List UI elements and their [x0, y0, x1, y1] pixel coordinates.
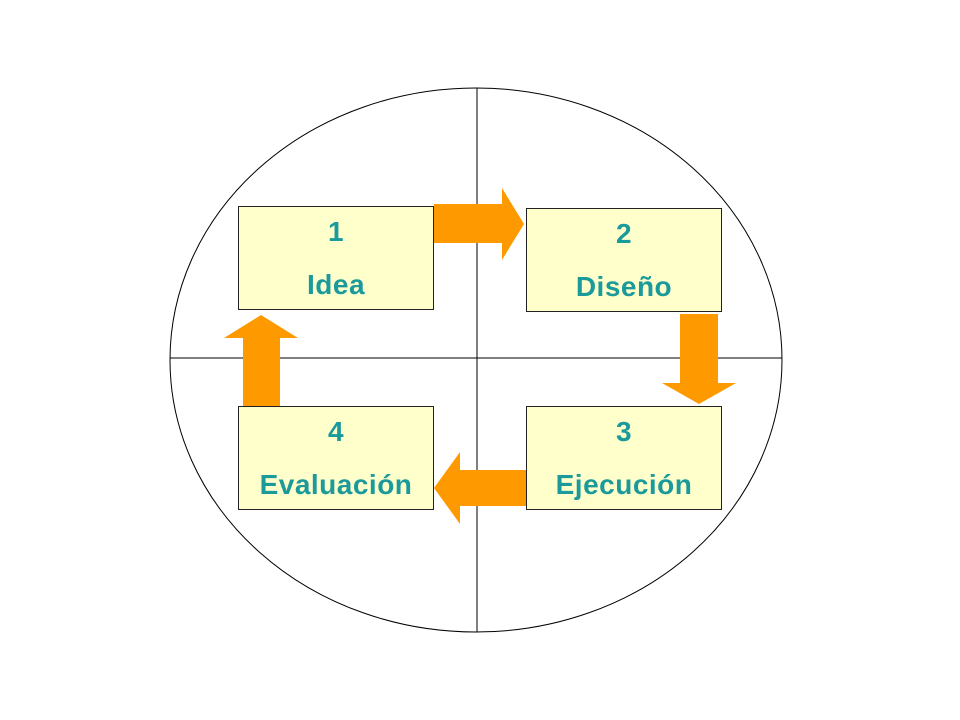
step-label: Idea — [306, 269, 366, 300]
step-box-evaluacion: 4 Evaluación — [238, 406, 434, 510]
step-box-ejecucion: 3 Ejecución — [526, 406, 722, 510]
step-box-idea: 1 Idea — [238, 206, 434, 310]
arrow-down-icon — [662, 314, 736, 404]
step-number: 1 — [327, 215, 345, 247]
step-label: Evaluación — [259, 469, 413, 500]
arrow-right-icon — [434, 188, 524, 260]
step-number: 2 — [615, 217, 633, 249]
step-label: Ejecución — [555, 469, 693, 500]
step-label: Diseño — [575, 271, 673, 302]
arrow-left-icon — [434, 452, 526, 524]
arrow-up-icon — [224, 315, 298, 406]
step-box-diseno: 2 Diseño — [526, 208, 722, 312]
outer-ellipse — [169, 87, 783, 633]
step-number: 4 — [327, 415, 345, 447]
step-number: 3 — [615, 415, 633, 447]
